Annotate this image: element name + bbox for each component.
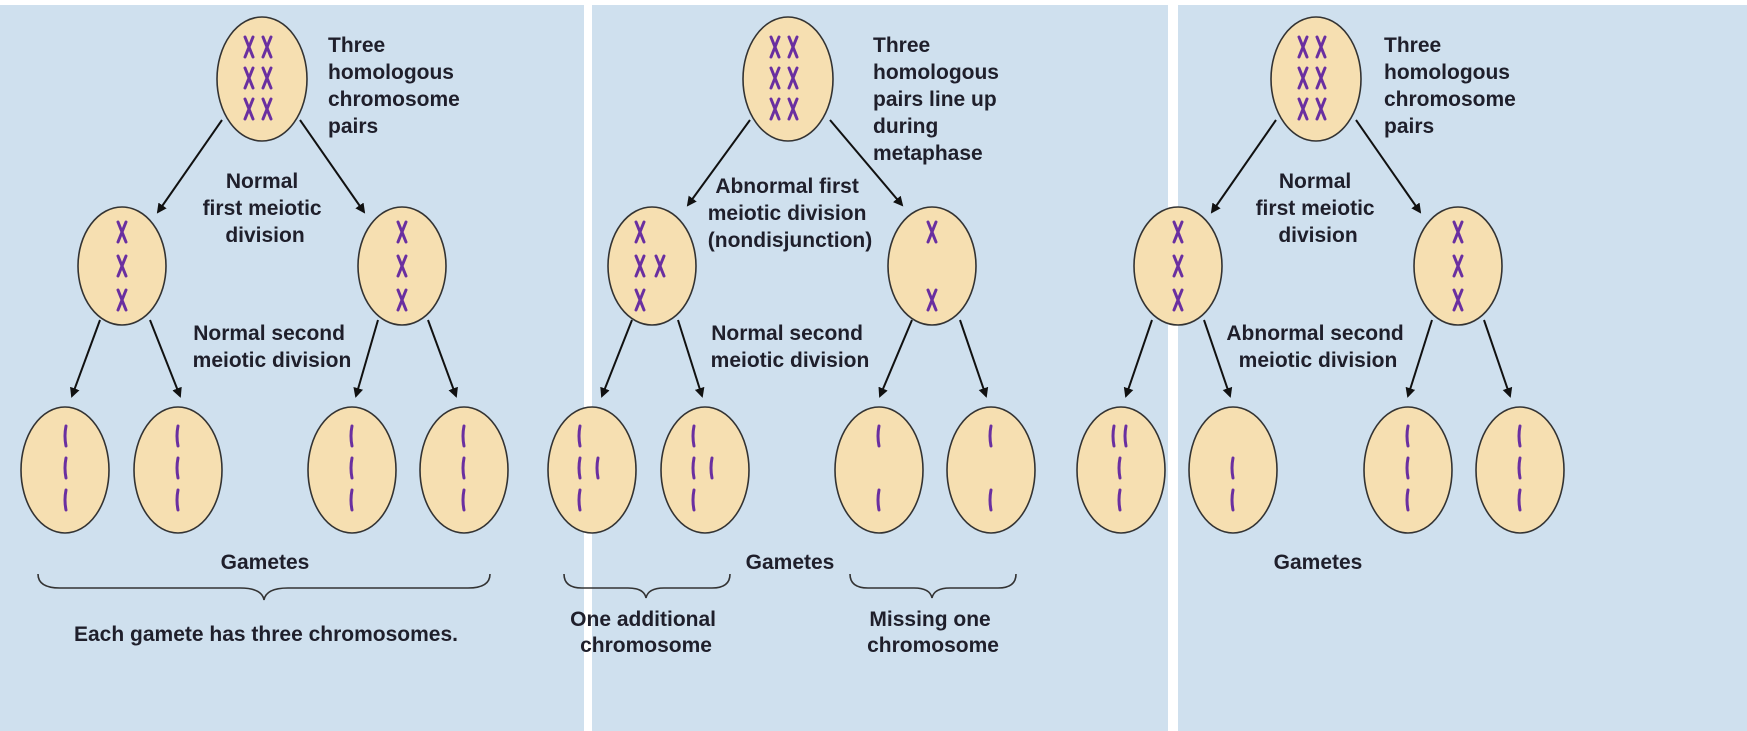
parent-cell-label: Three homologous chromosome pairs bbox=[328, 34, 466, 138]
gametes-label: Gametes bbox=[746, 551, 835, 574]
arrow bbox=[428, 320, 456, 396]
gamete bbox=[1077, 407, 1165, 533]
second-division-label: Abnormal second meiotic division bbox=[1226, 322, 1409, 372]
missing-chromosome-brace bbox=[850, 574, 1016, 598]
gamete bbox=[661, 407, 749, 533]
gamete bbox=[548, 407, 636, 533]
extra-chromosome-label: One additional chromosome bbox=[570, 608, 722, 657]
gametes-brace bbox=[38, 574, 490, 600]
first-division-label: Abnormal first meiotic division (nondisj… bbox=[708, 175, 873, 252]
arrow bbox=[72, 320, 100, 396]
arrow bbox=[356, 320, 378, 396]
daughter-cell-missing bbox=[888, 207, 976, 325]
parent-cell bbox=[1271, 17, 1361, 141]
gametes-label: Gametes bbox=[221, 551, 310, 574]
arrow bbox=[1484, 320, 1510, 396]
arrow bbox=[1126, 320, 1152, 396]
arrow bbox=[1408, 320, 1432, 396]
panel-footer: Each gamete has three chromosomes. bbox=[74, 623, 458, 646]
parent-cell bbox=[743, 17, 833, 141]
first-division-label: Normal first meiotic division bbox=[203, 170, 328, 247]
parent-cell bbox=[217, 17, 307, 141]
parent-cell-label: Three homologous pairs line up during me… bbox=[873, 34, 1005, 165]
extra-chromosome-brace bbox=[564, 574, 730, 598]
parent-cell-label: Three homologous chromosome pairs bbox=[1384, 34, 1522, 138]
second-division-label: Normal second meiotic division bbox=[193, 322, 352, 372]
arrow bbox=[678, 320, 702, 396]
gametes-label: Gametes bbox=[1274, 551, 1363, 574]
second-division-label: Normal second meiotic division bbox=[711, 322, 870, 372]
missing-chromosome-label: Missing one chromosome bbox=[867, 608, 999, 657]
arrow bbox=[602, 320, 632, 396]
arrow bbox=[960, 320, 986, 396]
arrow bbox=[150, 320, 180, 396]
arrow bbox=[880, 320, 912, 396]
daughter-cell-extra bbox=[608, 207, 696, 325]
first-division-label: Normal first meiotic division bbox=[1256, 170, 1381, 247]
